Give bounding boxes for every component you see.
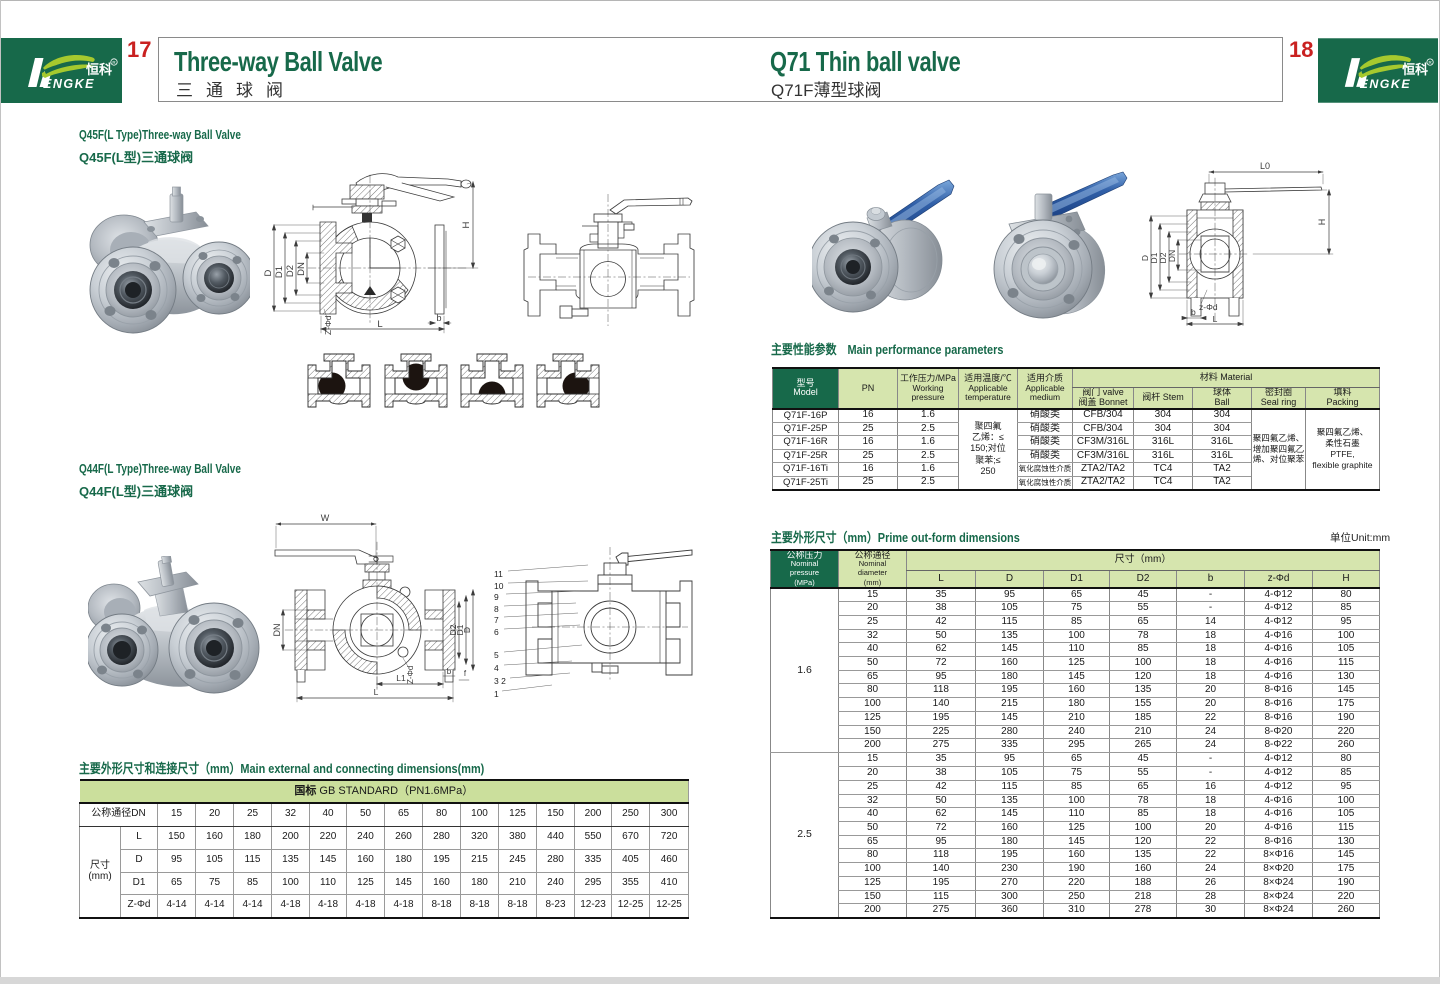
- svg-text:L0: L0: [1260, 161, 1270, 171]
- svg-text:L: L: [377, 319, 382, 330]
- svg-text:ENGKE: ENGKE: [1360, 77, 1411, 91]
- svg-text:z-Φd: z-Φd: [1199, 302, 1218, 312]
- svg-text:DN: DN: [296, 262, 307, 276]
- svg-text:D2: D2: [285, 265, 296, 277]
- svg-text:7: 7: [494, 615, 499, 625]
- svg-text:恒科: 恒科: [1402, 62, 1428, 77]
- svg-text:D1: D1: [274, 266, 285, 278]
- svg-text:R: R: [1428, 60, 1432, 65]
- svg-text:5: 5: [494, 650, 499, 660]
- svg-text:4: 4: [494, 663, 499, 673]
- svg-text:Z-Φd: Z-Φd: [323, 315, 333, 335]
- svg-text:D: D: [263, 269, 274, 276]
- svg-text:D2: D2: [1158, 252, 1168, 263]
- svg-text:b: b: [447, 667, 452, 676]
- svg-text:DN: DN: [1167, 250, 1177, 262]
- svg-text:D2: D2: [448, 624, 458, 635]
- svg-text:D: D: [462, 627, 472, 633]
- svg-text:DN: DN: [273, 624, 282, 637]
- svg-text:6: 6: [494, 627, 499, 637]
- svg-text:1: 1: [494, 689, 499, 697]
- svg-text:Z-Φd: Z-Φd: [406, 666, 415, 684]
- svg-text:D1: D1: [1149, 252, 1159, 263]
- svg-text:3 2: 3 2: [494, 676, 506, 686]
- svg-text:10: 10: [494, 581, 504, 591]
- svg-text:L: L: [374, 687, 379, 697]
- svg-text:恒科: 恒科: [86, 62, 112, 77]
- svg-text:11: 11: [494, 569, 503, 579]
- svg-text:L: L: [1213, 314, 1218, 324]
- svg-text:f: f: [464, 669, 467, 678]
- svg-text:b: b: [1191, 307, 1196, 317]
- svg-text:D: D: [1140, 255, 1150, 261]
- svg-text:9: 9: [494, 592, 499, 602]
- svg-text:W: W: [321, 513, 330, 523]
- svg-text:b: b: [436, 313, 441, 323]
- svg-text:R: R: [112, 60, 116, 65]
- svg-text:L1: L1: [396, 673, 406, 683]
- svg-text:D1: D1: [455, 624, 465, 635]
- svg-text:H: H: [1317, 219, 1327, 226]
- svg-text:H: H: [461, 221, 472, 228]
- svg-text:ENGKE: ENGKE: [43, 77, 95, 91]
- svg-text:8: 8: [494, 604, 499, 614]
